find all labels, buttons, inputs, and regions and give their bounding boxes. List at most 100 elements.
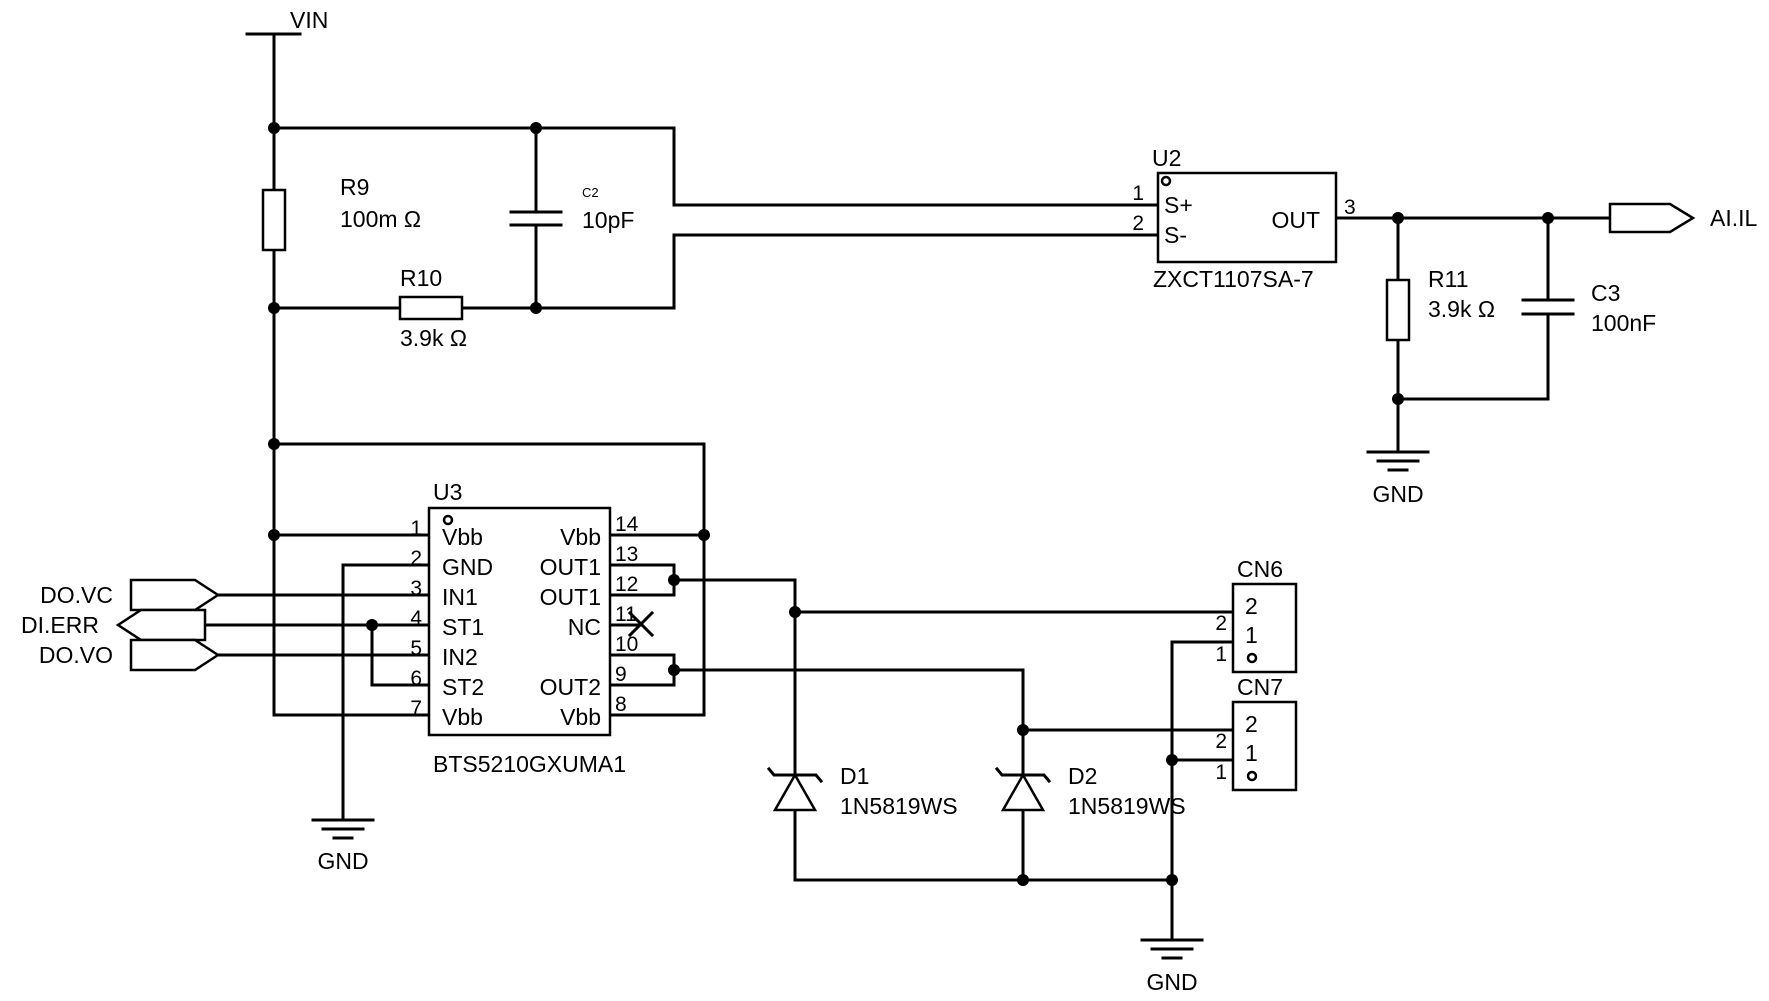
do-vc-label: DO.VC	[40, 582, 113, 608]
ground-symbol: GND	[311, 818, 375, 874]
u3-pin-number: 7	[410, 697, 422, 720]
r10-value: 3.9k Ω	[400, 325, 467, 351]
u3-pin-number: 12	[615, 573, 638, 596]
net-port-do-vo: DO.VO	[39, 638, 221, 672]
u2-pin-number: 1	[1132, 182, 1144, 205]
junction-dot	[268, 529, 280, 541]
gnd-label: GND	[1146, 969, 1197, 995]
u3-pin-number: 9	[615, 663, 627, 686]
u3-pin-number: 6	[410, 667, 422, 690]
d1-value: 1N5819WS	[840, 793, 958, 819]
cn7-ref: CN7	[1237, 674, 1283, 700]
r9-value: 100m Ω	[340, 206, 421, 232]
c3-value: 100nF	[1591, 310, 1656, 336]
u3-pin-name: Vbb	[560, 704, 601, 730]
diode-triangle	[772, 772, 818, 812]
junction-dot	[698, 529, 710, 541]
ic-body	[427, 506, 612, 737]
u2-pin-number: 3	[1344, 196, 1356, 219]
u3-part-number: BTS5210GXUMA1	[433, 751, 626, 777]
net-port-ai-il: AI.IL	[1608, 202, 1758, 234]
u3-pin-number: 11	[615, 603, 637, 626]
u3-pin-name: Vbb	[442, 524, 483, 550]
r11-value: 3.9k Ω	[1428, 296, 1495, 322]
u2-pin-name: S-	[1164, 222, 1187, 248]
u3-pin-name: ST2	[442, 674, 484, 700]
junction-dot	[1017, 724, 1029, 736]
junction-dot	[268, 438, 280, 450]
c2-ref: C2	[582, 185, 599, 200]
cn7-pin-number: 1	[1215, 761, 1227, 784]
connector-cn6: CN6 2 1 2 1	[1215, 556, 1298, 674]
junction-dot	[1542, 212, 1554, 224]
no-connect-mark	[627, 610, 655, 638]
wires	[203, 32, 1612, 942]
connector-body	[1231, 700, 1298, 792]
u3-pin-name: OUT2	[540, 674, 601, 700]
u3-pin-name: Vbb	[442, 704, 483, 730]
ground-symbol: GND	[1140, 938, 1204, 995]
vin-label: VIN	[290, 7, 328, 33]
resistor-body	[261, 188, 287, 252]
net-port-di-err: DI.ERR	[21, 608, 207, 642]
u3-pin-number: 4	[410, 607, 422, 630]
u2-pin-number: 2	[1132, 212, 1144, 235]
resistor-r9: R9 100m Ω	[261, 174, 421, 252]
junction-dot	[668, 574, 680, 586]
connector-body	[1231, 582, 1298, 674]
pin1-marker	[1160, 175, 1172, 187]
junction-dot	[530, 122, 542, 134]
ai-il-label: AI.IL	[1710, 205, 1758, 231]
r10-ref: R10	[400, 265, 442, 291]
u3-pin-number: 5	[410, 637, 422, 660]
gnd-label: GND	[317, 848, 368, 874]
u3-pin-number: 3	[410, 577, 422, 600]
junction-dot	[1166, 754, 1178, 766]
resistor-body	[398, 295, 464, 321]
u3-pin-name: Vbb	[560, 524, 601, 550]
d2-value: 1N5819WS	[1068, 793, 1186, 819]
junction-dot	[1017, 874, 1029, 886]
u3-pin-number: 2	[410, 547, 422, 570]
u3-ref: U3	[433, 479, 462, 505]
diode-d2: D2 1N5819WS	[994, 763, 1186, 819]
cn6-ref: CN6	[1237, 556, 1283, 582]
do-vo-label: DO.VO	[39, 642, 113, 668]
capacitor-c3: C3 100nF	[1521, 280, 1656, 336]
u2-pin-name: OUT	[1271, 207, 1320, 233]
cn7-pin-label: 2	[1245, 711, 1258, 737]
gnd-label: GND	[1372, 481, 1423, 507]
pin1-marker	[1246, 770, 1258, 782]
schottky-cathode-bar	[766, 766, 824, 784]
net-port-do-vc: DO.VC	[40, 578, 221, 612]
u3-pin-number: 14	[615, 513, 639, 536]
junction-dot	[530, 302, 542, 314]
c2-value: 10pF	[582, 207, 634, 233]
resistor-r11: R11 3.9k Ω	[1385, 266, 1495, 342]
di-err-label: DI.ERR	[21, 612, 99, 638]
u3-pin-name: OUT1	[540, 554, 601, 580]
ic-body	[1156, 171, 1338, 264]
u3-pin-name: OUT1	[540, 584, 601, 610]
d2-ref: D2	[1068, 763, 1097, 789]
pin1-marker	[442, 514, 454, 526]
junction-dot	[1392, 212, 1404, 224]
junction-dot	[1392, 393, 1404, 405]
junction-dot	[268, 302, 280, 314]
u3-pin-name: IN2	[442, 644, 478, 670]
c3-ref: C3	[1591, 280, 1620, 306]
junction-dot	[668, 664, 680, 676]
junction-dot	[1166, 874, 1178, 886]
cn7-pin-label: 1	[1245, 740, 1258, 766]
diode-triangle	[1000, 772, 1046, 812]
resistor-r10: R10 3.9k Ω	[398, 265, 467, 351]
r11-ref: R11	[1428, 266, 1469, 292]
port-arrow	[1608, 202, 1696, 234]
u3-pin-name: NC	[568, 614, 601, 640]
d1-ref: D1	[840, 763, 869, 789]
r9-ref: R9	[340, 174, 369, 200]
cn7-pin-number: 2	[1215, 730, 1227, 753]
u2-ref: U2	[1152, 145, 1181, 171]
port-arrow	[129, 578, 221, 612]
cn6-pin-number: 2	[1215, 612, 1227, 635]
